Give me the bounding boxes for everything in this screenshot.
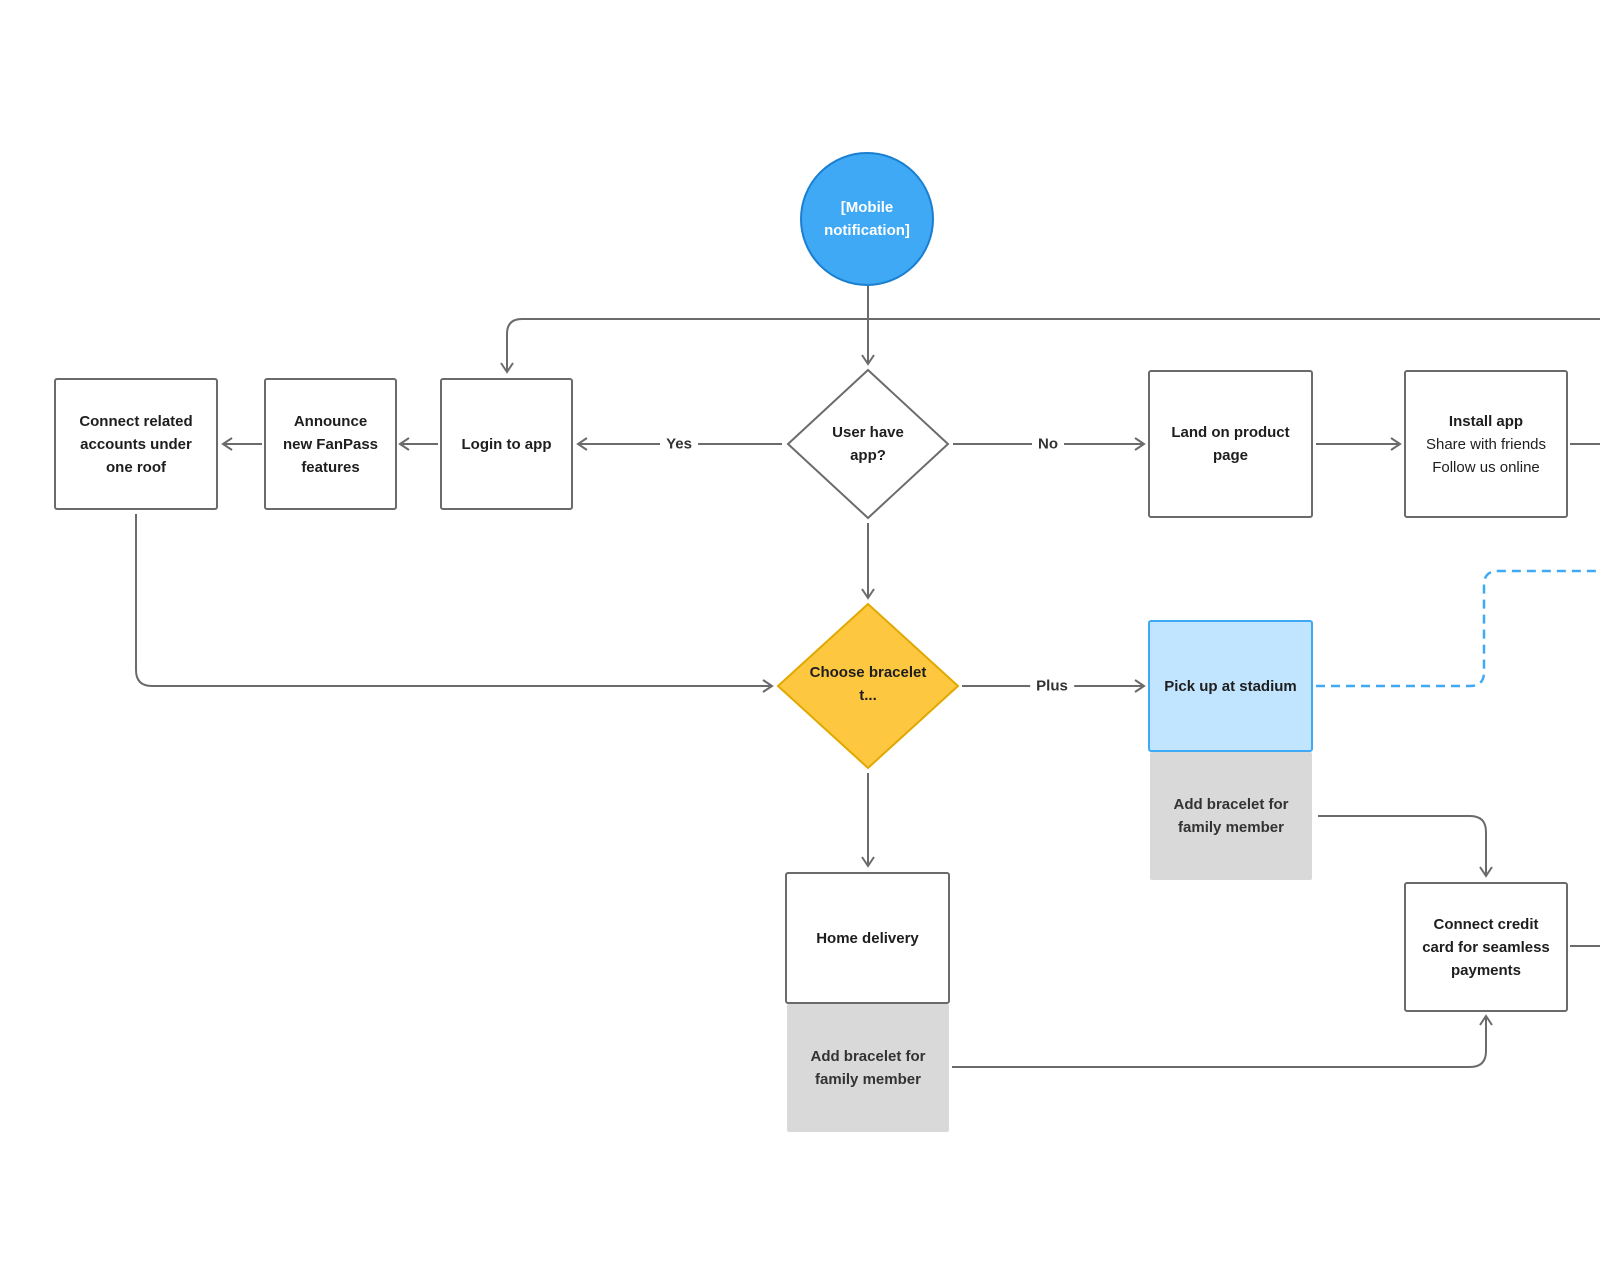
edge-pickup-addon-to-card xyxy=(1318,815,1493,878)
addon-pickup-family-bracelet[interactable]: Add bracelet for family member xyxy=(1150,752,1312,880)
home-addon-label: Add bracelet for family member xyxy=(810,1048,926,1088)
edge-loop-to-login xyxy=(500,318,1600,374)
step-login-to-app[interactable]: Login to app xyxy=(440,378,573,510)
install-line-share: Share with friends xyxy=(1425,435,1547,453)
home-delivery-label: Home delivery xyxy=(816,929,919,947)
edge-home-addon-to-card xyxy=(952,1014,1493,1068)
addon-home-family-bracelet[interactable]: Add bracelet for family member xyxy=(787,1004,949,1132)
login-label: Login to app xyxy=(461,435,552,453)
step-connect-credit-card[interactable]: Connect credit card for seamless payment… xyxy=(1404,882,1568,1012)
edge-label-no: No xyxy=(1032,435,1064,453)
pickup-label: Pick up at stadium xyxy=(1164,677,1297,695)
step-pick-up-at-stadium[interactable]: Pick up at stadium xyxy=(1148,620,1313,752)
decision-user-have-app-shape xyxy=(786,368,950,520)
land-product-label: Land on product page xyxy=(1171,424,1290,464)
choose-bracelet-label: Choose bracelet t... xyxy=(809,664,927,704)
edge-connect-to-choose xyxy=(135,514,774,693)
step-connect-accounts[interactable]: Connect related accounts under one roof xyxy=(54,378,218,510)
install-line-follow: Follow us online xyxy=(1432,458,1540,476)
decision-choose-bracelet-shape xyxy=(776,602,960,770)
pickup-addon-label: Add bracelet for family member xyxy=(1173,796,1289,836)
step-install-app[interactable]: Install app Share with friends Follow us… xyxy=(1404,370,1568,518)
announce-label: Announce new FanPass features xyxy=(282,412,379,476)
step-announce-features[interactable]: Announce new FanPass features xyxy=(264,378,397,510)
step-land-on-product-page[interactable]: Land on product page xyxy=(1148,370,1313,518)
decision-choose-bracelet[interactable]: Choose bracelet t... xyxy=(808,654,928,714)
start-mobile-notification[interactable]: [Mobile notification] xyxy=(800,152,934,286)
edge-label-yes: Yes xyxy=(660,435,698,453)
start-label: [Mobile notification] xyxy=(824,199,910,239)
edge-pickup-dashed-link xyxy=(1316,569,1600,688)
edge-label-plus: Plus xyxy=(1030,677,1074,695)
connect-card-label: Connect credit card for seamless payment… xyxy=(1422,915,1550,979)
install-title: Install app xyxy=(1448,412,1524,430)
decision-user-have-app[interactable]: User have app? xyxy=(818,414,918,474)
step-home-delivery[interactable]: Home delivery xyxy=(785,872,950,1004)
decision-user-have-app-label: User have app? xyxy=(832,424,904,464)
connect-accounts-label: Connect related accounts under one roof xyxy=(79,412,193,476)
